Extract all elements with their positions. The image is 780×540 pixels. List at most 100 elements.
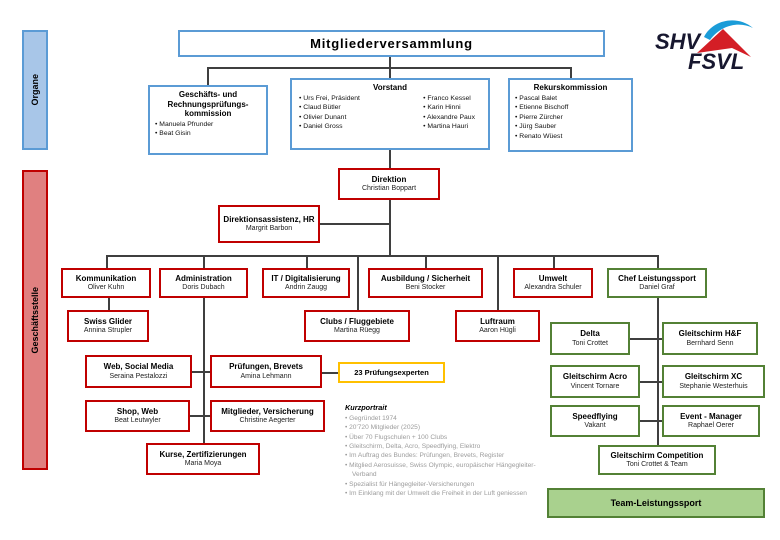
node-speedflying: Speedflying Vakant	[550, 405, 640, 437]
node-person: Doris Dubach	[182, 284, 225, 292]
node-pruefungsexperten: 23 Prüfungsexperten	[338, 362, 445, 383]
node-person: Toni Crottet	[572, 339, 608, 347]
connector	[570, 67, 572, 78]
node-title: Gleitschirm Competition	[610, 450, 704, 460]
node-title: Delta	[580, 329, 600, 338]
node-title: Mitglieder, Versicherung	[221, 406, 314, 416]
node-title-line: Geschäfts- und	[178, 90, 238, 99]
node-title: Umwelt	[538, 273, 568, 283]
connector	[190, 415, 210, 417]
connector	[657, 255, 659, 268]
node-title: Chef Leistungssport	[618, 273, 696, 283]
member: Karin Hinni	[423, 103, 475, 113]
node-title: Direktion	[371, 174, 407, 184]
connector	[192, 371, 210, 373]
connector	[320, 223, 390, 225]
node-person: Beni Stocker	[405, 284, 446, 292]
node-direktionsassistenz: Direktionsassistenz, HR Margrit Barbon	[218, 205, 320, 243]
node-title: Clubs / Fluggebiete	[320, 316, 394, 326]
node-shop-web: Shop, Web Beat Leutwyler	[85, 400, 190, 432]
node-person: Toni Crottet & Team	[626, 461, 688, 469]
node-gleitschirm-hf: Gleitschirm H&F Bernhard Senn	[662, 322, 758, 355]
logo-paraglider-icon	[704, 20, 753, 40]
node-team-leistungssport: Team-Leistungssport	[547, 488, 765, 518]
kurzportrait-item: 20'720 Mitglieder (2025)	[345, 423, 545, 432]
member-list: Urs Frei, Präsident Claud Bütler Olivier…	[299, 94, 360, 132]
connector	[425, 255, 427, 268]
member: Pierre Zürcher	[515, 113, 568, 123]
node-person: Beat Leutwyler	[114, 417, 161, 425]
connector	[207, 67, 209, 85]
connector	[640, 420, 662, 422]
node-title: Direktionsassistenz, HR	[223, 214, 315, 224]
node-vorstand: Vorstand Urs Frei, Präsident Claud Bütle…	[290, 78, 490, 150]
member-list: Franco Kessel Karin Hinni Alexandre Paux…	[423, 94, 475, 132]
member: Alexandre Paux	[423, 113, 475, 123]
node-title: Mitgliederversammlung	[310, 35, 473, 51]
node-chef-leistungssport: Chef Leistungssport Daniel Graf	[607, 268, 707, 298]
node-person: Aaron Hügli	[479, 327, 516, 335]
connector	[306, 255, 308, 268]
node-person: Annina Strupler	[83, 327, 133, 335]
member: Manuela Pfrunder	[155, 120, 213, 130]
node-person: Seraina Pestalozzi	[109, 372, 168, 380]
node-mitglieder-versicherung: Mitglieder, Versicherung Christine Aeger…	[210, 400, 325, 432]
connector	[106, 255, 108, 268]
ribbon-geschaeftsstelle-label: Geschäftsstelle	[30, 286, 40, 354]
node-title: Swiss Glider	[83, 316, 133, 326]
node-title: IT / Digitalisierung	[271, 273, 341, 283]
connector	[640, 381, 662, 383]
connector	[657, 298, 659, 445]
kurzportrait: Kurzportrait Gegründet 1974 20'720 Mitgl…	[345, 403, 545, 498]
node-ausbildung-sicherheit: Ausbildung / Sicherheit Beni Stocker	[368, 268, 483, 298]
node-direktion: Direktion Christian Boppart	[338, 168, 440, 200]
node-gleitschirm-acro: Gleitschirm Acro Vincent Tornare	[550, 365, 640, 398]
node-title: Kurse, Zertifizierungen	[159, 449, 247, 459]
node-person: Raphael Oerer	[688, 422, 734, 430]
connector	[106, 255, 658, 257]
connector	[389, 150, 391, 168]
node-gleitschirm-competition: Gleitschirm Competition Toni Crottet & T…	[598, 445, 716, 475]
node-title: Ausbildung / Sicherheit	[380, 273, 471, 283]
connector	[553, 255, 555, 268]
kurzportrait-item: Gegründet 1974	[345, 414, 545, 423]
logo-text-fsvl: FSVL	[688, 49, 744, 72]
connector	[108, 298, 110, 310]
node-title: Vorstand	[372, 83, 408, 92]
node-person: Stephanie Westerhuis	[679, 382, 748, 390]
member: Claud Bütler	[299, 103, 360, 113]
node-title: Gleitschirm XC	[684, 372, 743, 381]
node-person: Christine Aegerter	[239, 417, 296, 425]
member-list: Pascal Balet Etienne Bischoff Pierre Zür…	[515, 94, 568, 142]
kurzportrait-item: Im Einklang mit der Umwelt die Freiheit …	[345, 489, 545, 498]
member: Beat Gisin	[155, 129, 213, 139]
member: Renato Wüest	[515, 132, 568, 142]
node-person: Alexandra Schuler	[524, 284, 582, 292]
node-title: Kommunikation	[75, 273, 137, 283]
node-person: Oliver Kuhn	[87, 284, 125, 292]
node-it-digitalisierung: IT / Digitalisierung Andrin Zaugg	[262, 268, 350, 298]
member: Urs Frei, Präsident	[299, 94, 360, 104]
kurzportrait-item: Mitglied Aerosuisse, Swiss Olympic, euro…	[345, 461, 545, 480]
connector	[203, 255, 205, 268]
node-pruefungen-brevets: Prüfungen, Brevets Amina Lehmann	[210, 355, 322, 388]
node-gpk: Geschäfts- und Rechnungsprüfungs- kommis…	[148, 85, 268, 155]
node-luftraum: Luftraum Aaron Hügli	[455, 310, 540, 342]
node-person: Amina Lehmann	[240, 372, 292, 380]
connector	[389, 200, 391, 256]
node-umwelt: Umwelt Alexandra Schuler	[513, 268, 593, 298]
node-title: Event - Manager	[680, 411, 742, 421]
connector	[322, 372, 338, 374]
node-person: Martina Rüegg	[334, 327, 380, 335]
node-kurse-zertifizierungen: Kurse, Zertifizierungen Maria Moya	[146, 443, 260, 475]
connector	[497, 255, 499, 310]
node-title: Team-Leistungssport	[610, 497, 702, 508]
node-title: Rekurskommission	[533, 83, 608, 92]
node-administration: Administration Doris Dubach	[159, 268, 248, 298]
member: Martina Hauri	[423, 122, 475, 132]
node-title: 23 Prüfungsexperten	[354, 368, 429, 377]
vorstand-columns: Urs Frei, Präsident Claud Bütler Olivier…	[297, 93, 483, 132]
connector	[203, 298, 205, 443]
node-title: Prüfungen, Brevets	[229, 362, 303, 371]
